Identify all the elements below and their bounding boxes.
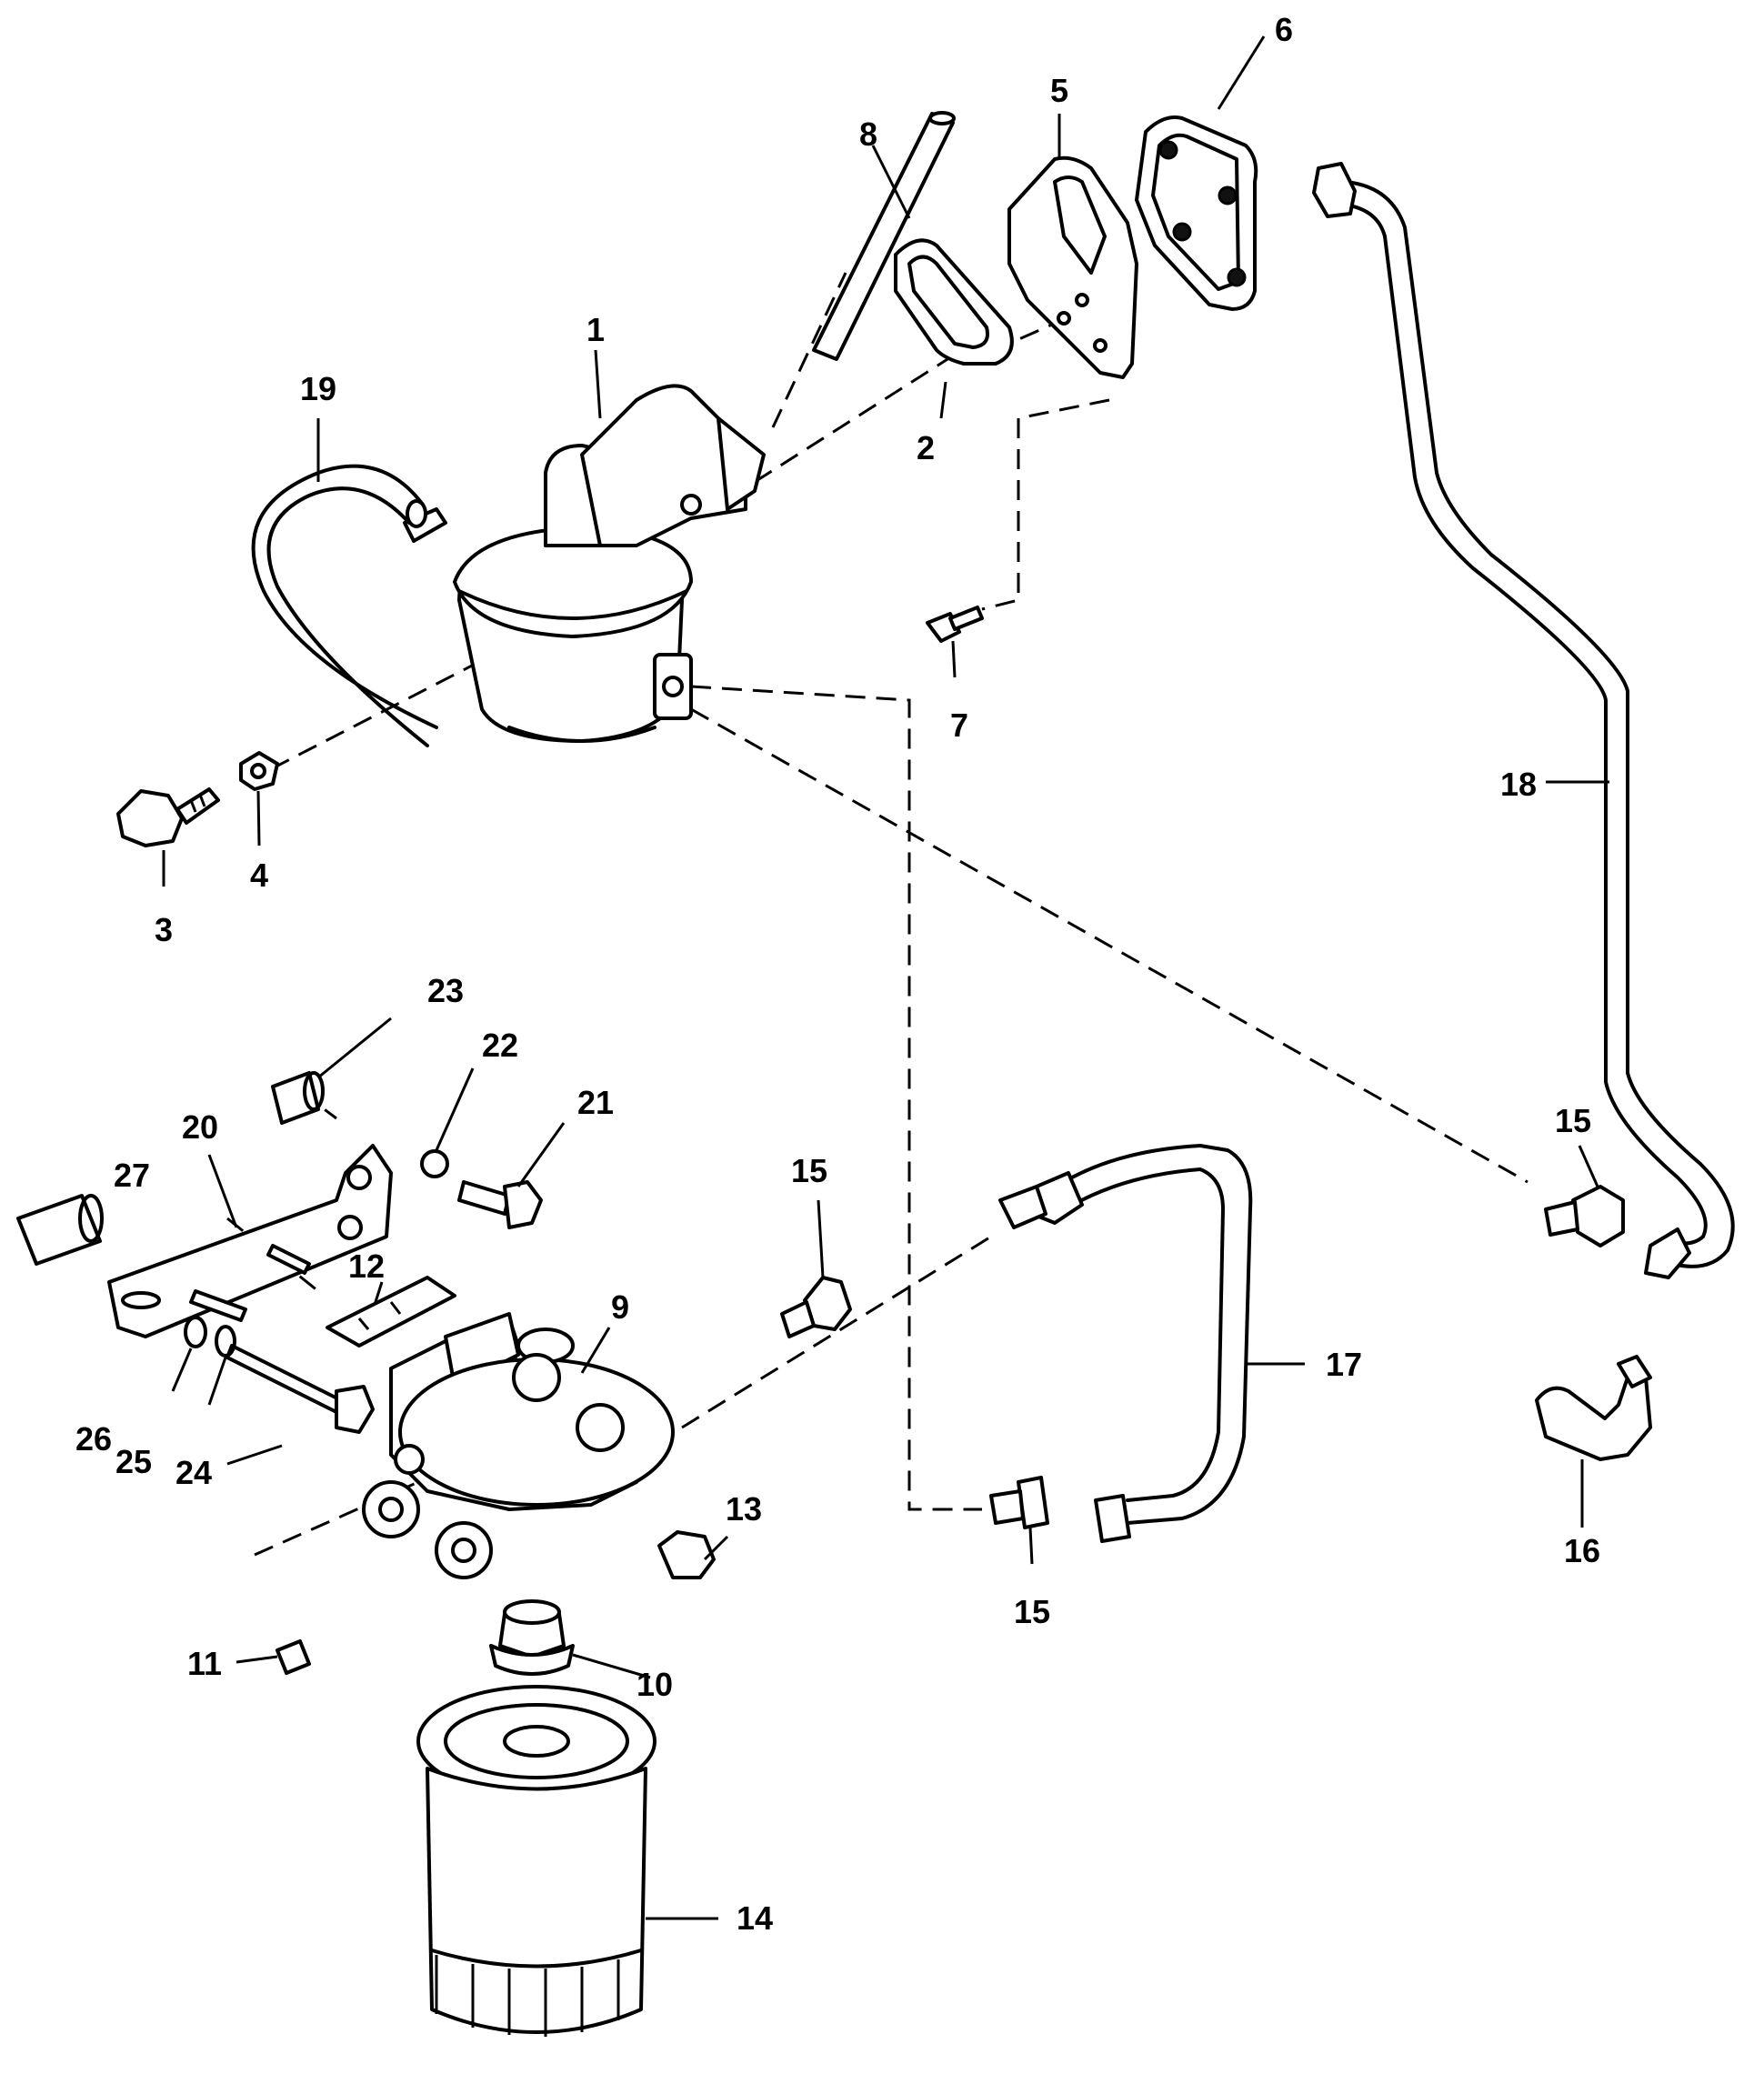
callout-17: 17 [1326,1346,1362,1383]
plate-12 [326,1276,456,1348]
fuel-line-18 [1312,162,1735,1279]
callout-14: 14 [737,1899,773,1937]
callout-23: 23 [427,972,464,1009]
callout-20: 20 [182,1108,218,1146]
callout-25: 25 [115,1443,152,1480]
adapter-10 [489,1599,575,1676]
bolt-21 [457,1180,543,1229]
callout-15-lower: 15 [1014,1593,1050,1630]
gasket-2 [894,238,1014,366]
callout-19: 19 [300,370,336,407]
hose-19 [251,464,438,747]
gasket-6 [1135,115,1258,311]
callout-2: 2 [917,429,935,466]
callout-9: 9 [611,1288,629,1326]
stud-lower [189,1289,247,1322]
leader-lines [162,35,1609,1920]
filter-head-9 [362,1312,675,1579]
fitting-15-upper [780,1276,852,1338]
stud-upper [266,1244,311,1275]
callout-8: 8 [859,115,877,153]
callout-24: 24 [175,1454,212,1491]
callout-27: 27 [114,1157,150,1194]
callout-10: 10 [636,1666,673,1703]
callout-11: 11 [187,1645,222,1682]
bolt-24 [226,1344,375,1434]
callout-15-right: 15 [1555,1102,1591,1139]
callout-26: 26 [75,1420,112,1458]
fitting-15-lower [989,1476,1049,1529]
filter-14 [416,1685,656,2037]
plate-5 [1007,155,1138,379]
spacer-23 [271,1071,325,1125]
nut-13 [657,1530,716,1579]
bolt-3 [116,787,220,847]
callout-3: 3 [155,911,173,948]
washer-4 [239,751,279,791]
callout-7: 7 [950,706,968,744]
fitting-15-right [1544,1185,1625,1247]
plug-11 [276,1639,311,1675]
callout-6: 6 [1275,11,1293,48]
bracket-20 [107,1144,393,1338]
callout-21: 21 [577,1084,614,1121]
callout-1: 1 [586,311,605,348]
washer-25 [215,1325,236,1358]
screw-7 [926,606,984,643]
fuel-line-17 [998,1144,1253,1543]
callout-16: 16 [1564,1532,1600,1569]
callout-22: 22 [482,1027,518,1064]
washer-26 [184,1316,207,1348]
callout-4: 4 [250,857,268,894]
lock-washer-22 [420,1149,449,1178]
callout-12: 12 [348,1247,385,1285]
callout-5: 5 [1050,72,1068,109]
callout-15-upper: 15 [791,1152,827,1189]
callout-18: 18 [1500,766,1537,803]
spacer-27 [16,1194,104,1266]
elbow-fitting-16 [1535,1355,1652,1461]
callouts: 1 2 3 4 5 6 7 8 9 10 11 12 13 14 15 15 1… [75,11,1600,1937]
callout-13: 13 [726,1490,762,1528]
assembly-lines [226,272,1528,1557]
vent-tube-8 [812,111,956,361]
fuel-pump [403,384,766,743]
